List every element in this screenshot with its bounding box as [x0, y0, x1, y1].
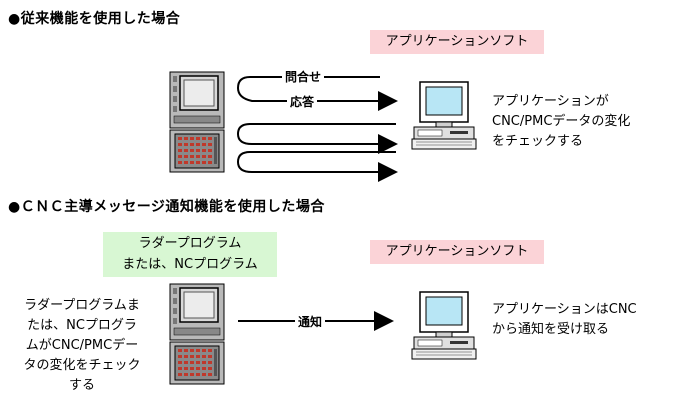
ladder-box-line2: または、NCプログラム [122, 257, 258, 272]
notify-label: 通知 [295, 313, 326, 330]
response-label: 応答 [287, 93, 318, 110]
s2-left-line4: タの変化をチェック [23, 358, 141, 373]
section2-heading: ●ＣＮＣ主導メッセージ通知機能を使用した場合 [8, 199, 325, 215]
s2-left-line3: ムがCNC/PMCデー [25, 338, 139, 353]
section1-desc-line1: アプリケーションが [492, 94, 609, 109]
pc-icon-1 [411, 81, 477, 150]
polling-loop-2 [236, 123, 398, 154]
s2-left-line1: ラダープログラムま [24, 298, 140, 313]
query-label: 問合せ [282, 68, 325, 85]
section2-right-description: アプリケーションはCNC から通知を受け取る [492, 300, 637, 340]
cnc-controller-icon-1 [169, 71, 225, 173]
section1-desc-line2: CNC/PMCデータの変化 [492, 114, 631, 129]
section1-desc-line3: をチェックする [492, 134, 584, 149]
section2-left-description: ラダープログラムま たは、NCプログラ ムがCNC/PMCデー タの変化をチェッ… [8, 296, 156, 396]
pc-icon-2 [411, 291, 477, 360]
s2-left-line2: たは、NCプログラ [27, 318, 137, 333]
s2-right-line1: アプリケーションはCNC [492, 302, 637, 317]
cnc-controller-icon-2 [169, 283, 225, 385]
section1-heading: ●従来機能を使用した場合 [8, 11, 181, 27]
polling-loop-3 [236, 151, 398, 182]
s2-right-line2: から通知を受け取る [492, 322, 610, 337]
s2-left-line5: する [68, 378, 95, 393]
section1-description: アプリケーションが CNC/PMCデータの変化 をチェックする [492, 92, 630, 152]
app-software-box-1: アプリケーションソフト [370, 30, 544, 54]
ladder-program-box: ラダープログラム または、NCプログラム [103, 232, 277, 277]
ladder-box-line1: ラダープログラム [138, 236, 242, 251]
query-response-loop-1 [236, 76, 398, 111]
app-software-box-2: アプリケーションソフト [370, 240, 544, 264]
